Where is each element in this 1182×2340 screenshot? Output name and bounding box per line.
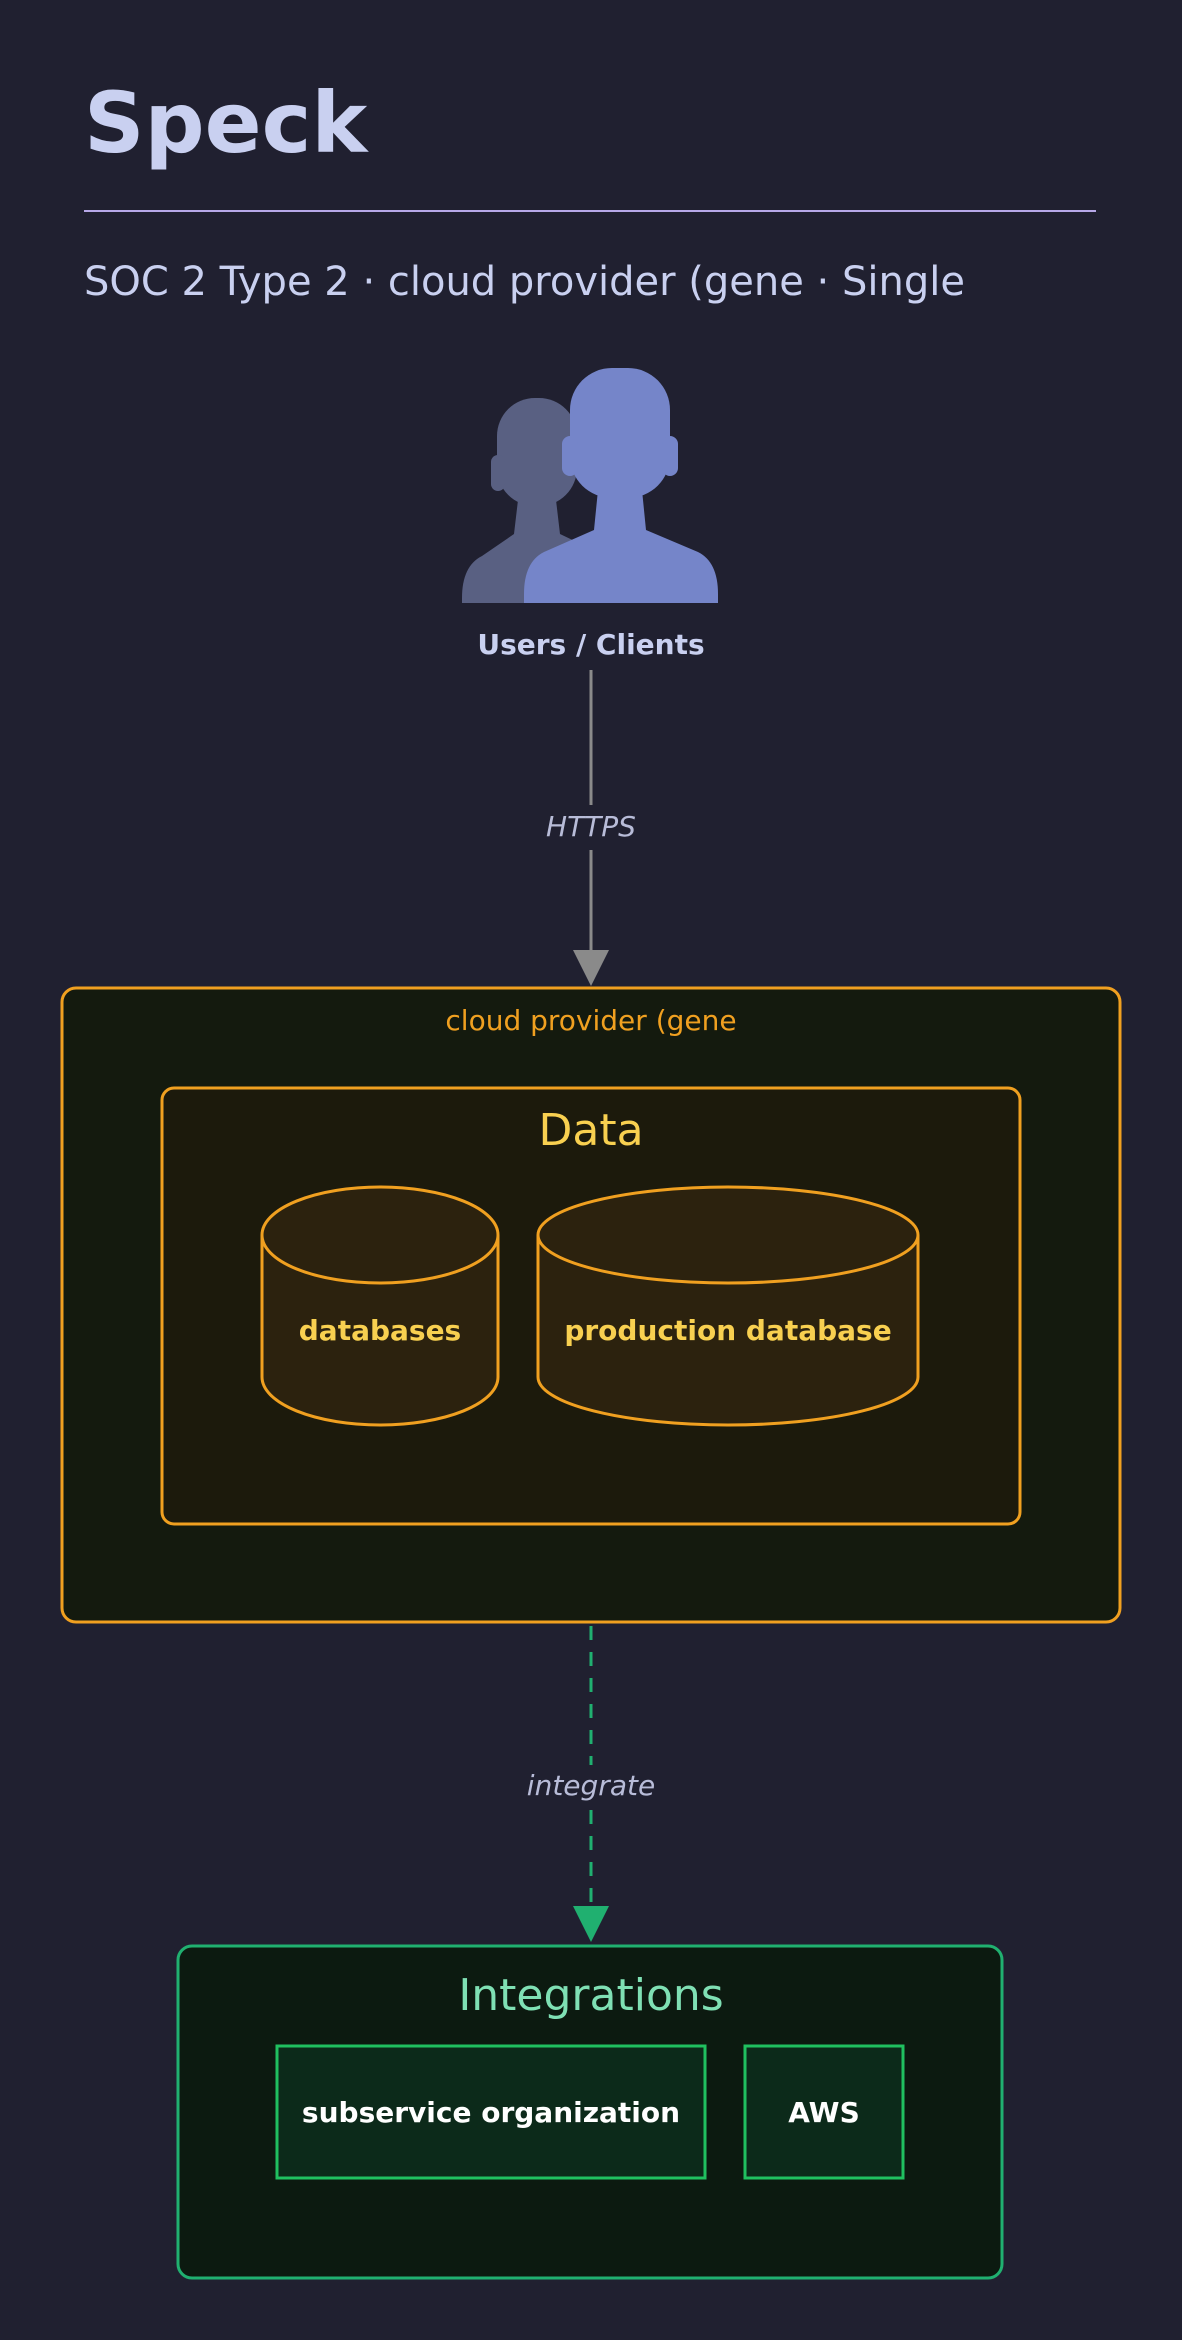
cloud-provider-label: cloud provider (gene	[445, 1004, 736, 1037]
integrate-edge-label: integrate	[527, 1769, 655, 1802]
integration-box-aws	[743, 2044, 905, 2180]
integration-label-subservice: subservice organization	[302, 2096, 680, 2129]
data-group-title: Data	[538, 1105, 643, 1156]
page-title: Speck	[84, 74, 369, 172]
database-label-production: production database	[564, 1314, 891, 1347]
integration-label-aws: AWS	[788, 2096, 859, 2129]
actor-label: Users / Clients	[477, 628, 704, 661]
database-label-databases: databases	[299, 1314, 461, 1347]
users-icon	[462, 368, 718, 603]
database-icon	[260, 1185, 500, 1427]
integrations-title: Integrations	[458, 1970, 723, 2021]
database-icon	[536, 1185, 920, 1427]
integration-box-subservice	[275, 2044, 707, 2180]
page-subtitle: SOC 2 Type 2 · cloud provider (gene · Si…	[84, 259, 965, 305]
https-edge-label: HTTPS	[546, 810, 636, 843]
